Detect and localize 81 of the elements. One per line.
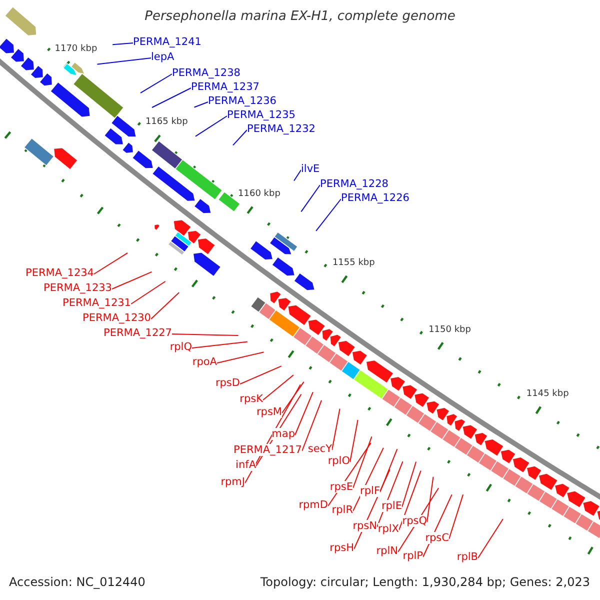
gene-label: rplF	[360, 485, 380, 497]
gene-label: rplB	[456, 551, 478, 563]
gene-label: PERMA_1236	[208, 95, 276, 107]
scale-label: 1170 kbp	[54, 44, 98, 54]
gene-label: rpsN	[352, 520, 377, 532]
leader-line	[140, 74, 172, 94]
gene-label: rplQ	[170, 341, 192, 353]
leader-line	[302, 400, 322, 452]
gene-label: rplX	[378, 523, 399, 535]
gene-label: PERMA_1230	[82, 312, 151, 324]
scale-label: 1155 kbp	[332, 258, 375, 268]
gene-label: rpoA	[192, 356, 217, 368]
gene-label: infA	[236, 459, 256, 471]
gene-label: rpsD	[215, 377, 240, 389]
leader-line	[328, 442, 372, 506]
gene-label: PERMA_1238	[172, 67, 240, 79]
leader-line	[232, 130, 248, 146]
title: Persephonella marina EX-H1, complete genome	[144, 9, 456, 24]
leader-line	[380, 448, 398, 492]
gene-label: rpsC	[425, 532, 449, 544]
gene-label: PERMA_1234	[26, 267, 94, 279]
leader-line	[478, 518, 504, 558]
leader-line	[352, 436, 372, 488]
leader-line	[398, 470, 422, 530]
gene-label: secY	[308, 443, 332, 455]
gene-label: PERMA_1226	[341, 192, 410, 204]
gene-label: rpsE	[330, 481, 353, 493]
gene-label: PERMA_1231	[62, 297, 131, 309]
scale-label: 1145 kbp	[526, 389, 569, 400]
gene-label: rpsH	[330, 542, 354, 554]
leader-line	[332, 408, 340, 450]
leader-line	[152, 88, 192, 108]
gene-label: map	[272, 428, 295, 440]
gene-label: PERMA_1233	[44, 282, 112, 294]
gene-label: rpmJ	[220, 476, 245, 488]
gene-label: rplE	[381, 500, 402, 512]
leader-line	[194, 102, 208, 108]
gene-label: rplR	[332, 504, 353, 516]
footer-text: Topology: circular; Length: 1,930,284 bp; Genes: 2,023	[260, 575, 590, 589]
leader-line	[112, 42, 134, 46]
footer-text: Accession: NC_012440	[9, 575, 146, 589]
gene-label: rplO	[328, 455, 350, 467]
leader-line	[350, 419, 358, 462]
gene-label: PERMA_1241	[133, 36, 202, 48]
leader-line	[316, 198, 342, 232]
gene-label: rpsQ	[402, 515, 427, 527]
gene-label: PERMA_1228	[320, 178, 388, 190]
gene-label: PERMA_1232	[247, 123, 316, 135]
gene-label: rpsM	[256, 406, 282, 418]
leader-line	[172, 334, 239, 336]
leader-line	[352, 447, 384, 512]
leader-line	[195, 116, 228, 137]
gene-label: rplP	[402, 550, 423, 562]
gene-label: PERMA_1235	[227, 109, 296, 121]
gene-label: lepA	[151, 51, 174, 63]
leader-line	[94, 252, 128, 274]
leader-line	[240, 366, 282, 384]
gene-label: rpsK	[240, 393, 263, 405]
leader-line	[262, 374, 294, 400]
leader-line	[402, 461, 417, 508]
leader-line	[294, 170, 302, 182]
gene-label: rpmD	[298, 499, 328, 511]
leader-line	[192, 341, 248, 348]
leader-line	[112, 271, 152, 290]
gene-label: PERMA_1217	[234, 444, 302, 456]
leader-line	[422, 494, 452, 558]
leader-line	[282, 381, 304, 414]
gene-label: PERMA_1237	[191, 81, 260, 93]
leader-line	[96, 58, 152, 65]
scale-label: 1165 kbp	[145, 117, 188, 128]
scale-label: 1160 kbp	[238, 189, 280, 200]
leader-line	[448, 494, 464, 540]
leader-line	[294, 392, 314, 436]
leader-line	[300, 184, 320, 212]
gene-label: PERMA_1227	[104, 327, 172, 339]
leader-line	[130, 280, 166, 304]
leader-line	[150, 292, 180, 320]
gene-label: rplN	[376, 545, 398, 557]
gene-label: ilvE	[301, 163, 320, 175]
scale-label: 1150 kbp	[428, 324, 471, 335]
leader-line	[216, 352, 264, 364]
